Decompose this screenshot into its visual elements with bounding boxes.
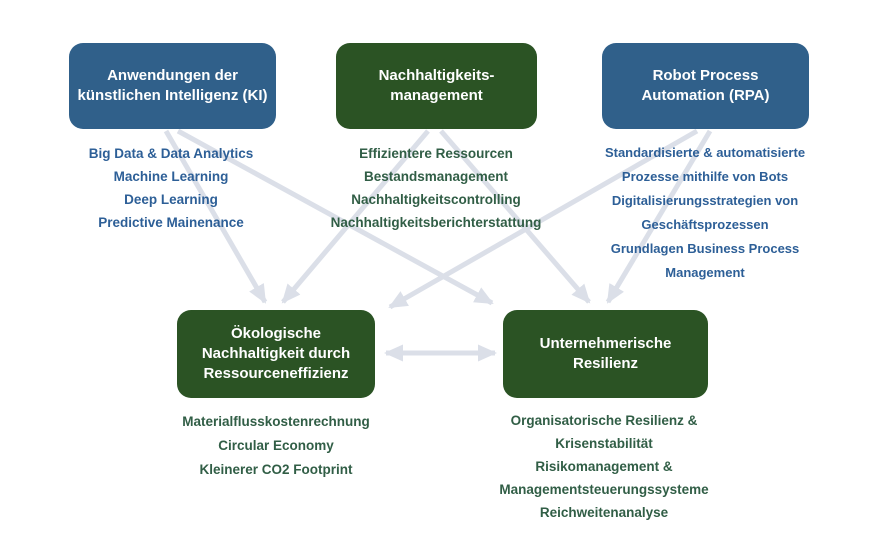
- arrow-nm-to-res: [439, 129, 591, 304]
- list-item: Grundlagen Business Process Management: [610, 241, 800, 280]
- box-eco-label: Ökologische Nachhaltigkeit durch Ressour…: [201, 325, 351, 382]
- list-ki-topics: Big Data & Data Analytics Machine Learni…: [51, 142, 291, 234]
- list-item: Effizientere Ressourcen: [359, 146, 513, 161]
- list-item: Standardisierte & automatisierte Prozess…: [604, 145, 806, 184]
- box-rpa: Robot Process Automation (RPA): [602, 43, 809, 129]
- list-item: Kleinerer CO2 Footprint: [199, 462, 353, 477]
- list-item: Bestandsmanagement: [363, 169, 509, 184]
- box-res-label: Unternehmerische Resilienz: [539, 335, 672, 372]
- box-rpa-label: Robot Process Automation (RPA): [641, 67, 770, 104]
- arrow-ki-to-eco: [163, 129, 268, 304]
- box-nm-label: Nachhaltigkeits-management: [378, 67, 495, 104]
- box-ki-label: Anwendungen der künstlichen Intelligenz …: [77, 67, 268, 104]
- box-nachhaltigkeitsmanagement: Nachhaltigkeits-management: [336, 43, 537, 129]
- list-item: Deep Learning: [124, 192, 218, 207]
- arrow-rpa-to-res: [605, 129, 713, 304]
- arrow-rpa-to-eco: [388, 128, 699, 310]
- arrow-ki-to-res: [176, 128, 494, 306]
- list-item: Predictive Mainenance: [98, 215, 244, 230]
- list-eco-topics: Materialflusskostenrechnung Circular Eco…: [156, 410, 396, 482]
- list-item: Reichweitenanalyse: [539, 505, 669, 520]
- box-unternehmerische-resilienz: Unternehmerische Resilienz: [503, 310, 708, 398]
- list-item: Nachhaltigkeitscontrolling: [351, 192, 521, 207]
- list-nachhaltigkeit-topics: Effizientere Ressourcen Bestandsmanageme…: [306, 142, 566, 234]
- list-item: Machine Learning: [113, 169, 229, 184]
- list-item: Circular Economy: [218, 438, 334, 453]
- list-item: Nachhaltigkeitsberichterstattung: [330, 215, 542, 230]
- list-item: Risikomanagement & Managementsteuerungss…: [499, 459, 709, 497]
- list-item: Materialflusskostenrechnung: [182, 414, 370, 429]
- arrow-nm-to-eco: [281, 129, 430, 304]
- list-resilienz-topics: Organisatorische Resilienz & Krisenstabi…: [488, 409, 720, 524]
- list-item: Big Data & Data Analytics: [88, 146, 254, 161]
- box-oekologische-nachhaltigkeit: Ökologische Nachhaltigkeit durch Ressour…: [177, 310, 375, 398]
- list-item: Digitalisierungsstrategien von Geschäfts…: [611, 193, 799, 232]
- list-item: Organisatorische Resilienz & Krisenstabi…: [510, 413, 698, 451]
- box-ki-anwendungen: Anwendungen der künstlichen Intelligenz …: [69, 43, 276, 129]
- list-rpa-topics: Standardisierte & automatisierte Prozess…: [593, 141, 817, 285]
